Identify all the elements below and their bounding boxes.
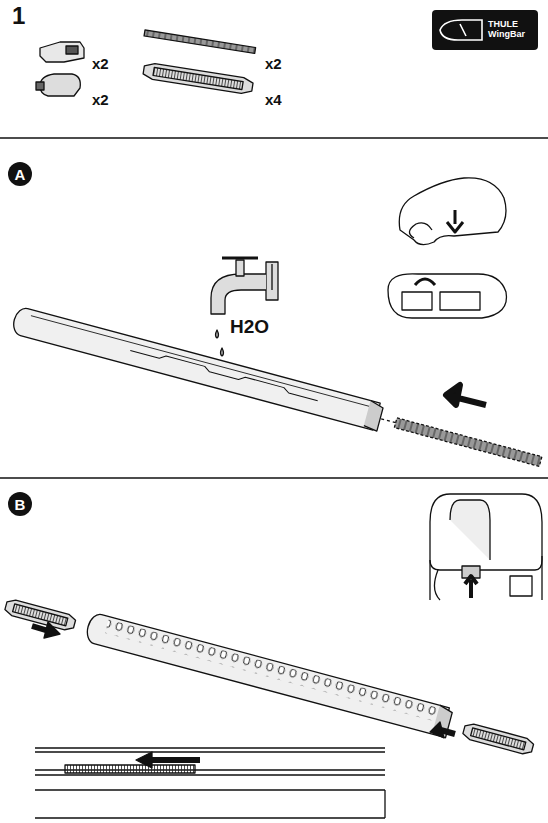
quantity-label: x2 [92,91,109,108]
quantity-label: x2 [92,55,109,72]
badge-icon [436,10,486,50]
step-letter-text: A [15,166,26,183]
step-letter: B [8,492,32,516]
quantity-label: x4 [265,91,282,108]
water-label: H2O [230,316,269,338]
brand-badge: THULE WingBar [432,10,538,50]
brand-name: THULE WingBar [488,20,532,40]
quantity-label: x2 [265,55,282,72]
step-letter-text: B [15,496,26,513]
step-letter: A [8,162,32,186]
step-number: 1 [12,2,25,30]
